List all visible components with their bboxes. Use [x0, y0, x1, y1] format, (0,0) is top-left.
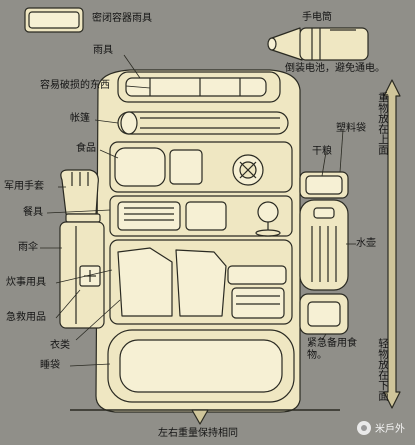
label-sealed-container-rain-gear: 密闭容器雨具	[92, 13, 152, 24]
label-tent: 帐篷	[70, 113, 90, 124]
watermark-text: 米戶外	[375, 424, 405, 435]
label-first-aid: 急救用品	[6, 312, 46, 323]
label-umbrella: 雨伞	[18, 242, 38, 253]
arrow-icon	[383, 79, 401, 409]
label-canteen: 水壶	[356, 238, 376, 249]
label-light-at-bottom: 轻物放在下面	[377, 338, 389, 401]
watermark-icon	[357, 420, 371, 435]
glove-icon	[60, 169, 99, 215]
canteen-icon	[299, 199, 349, 291]
label-balance-note: 左右重量保持相同	[158, 428, 238, 439]
balance-icon	[70, 409, 340, 425]
label-tableware: 餐具	[23, 207, 43, 218]
label-emergency-food: 紧急备用食物。	[307, 338, 357, 361]
label-dry-food: 干粮	[312, 146, 332, 157]
label-flashlight: 手电筒	[302, 12, 332, 23]
label-food: 食品	[76, 143, 96, 154]
label-sleeping-bag: 睡袋	[40, 360, 60, 371]
label-heavy-on-top: 重物放在上面	[377, 92, 389, 155]
flashlight-icon	[267, 27, 369, 61]
label-flashlight-note: 倒装电池，避免通电。	[285, 63, 385, 74]
label-cooking-utensils: 炊事用具	[6, 277, 46, 288]
label-clothing: 衣类	[50, 340, 70, 351]
label-army-gloves: 军用手套	[4, 181, 44, 192]
label-rain-gear: 雨具	[93, 45, 113, 56]
label-fragile-items: 容易破损的东西	[40, 80, 110, 91]
label-plastic-bag: 塑料袋	[336, 123, 366, 134]
watermark: 米戶外	[357, 420, 405, 435]
